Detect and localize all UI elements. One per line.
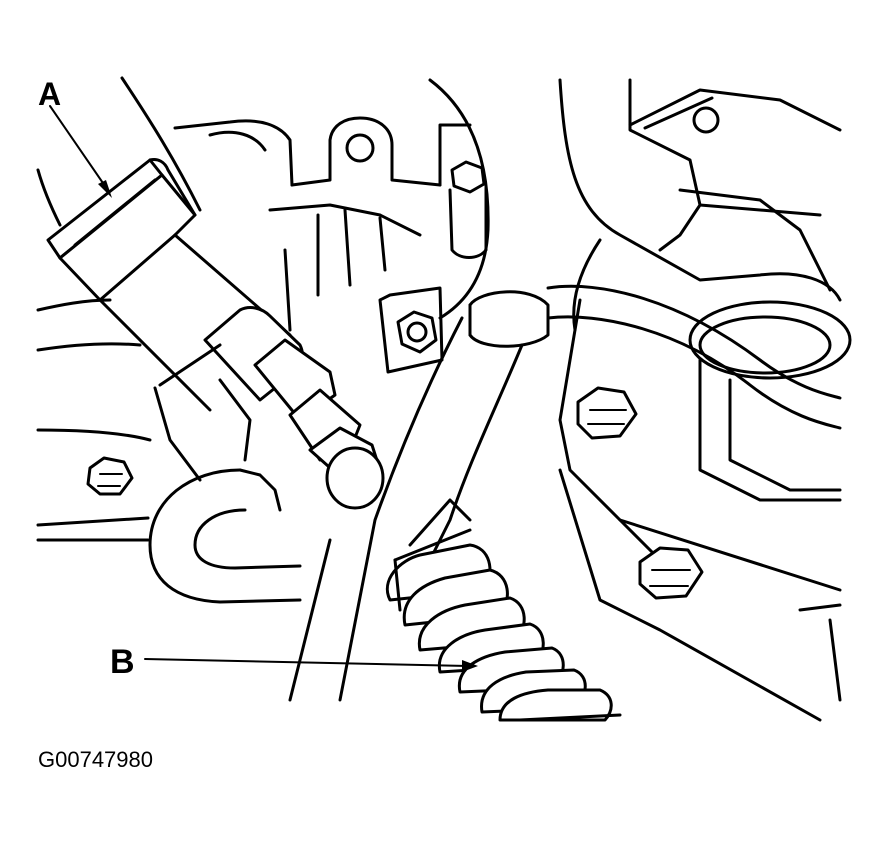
- engine-housing: [36, 76, 490, 542]
- arrowhead-a: [98, 180, 112, 198]
- leader-line-a: [49, 105, 106, 187]
- callout-label-a: A: [38, 76, 62, 112]
- bolt-right-upper: [576, 386, 638, 440]
- pipe-bend: [148, 468, 302, 604]
- bolt-upper-center: [448, 160, 488, 259]
- right-casting: [558, 78, 852, 722]
- callout-label-b: B: [110, 643, 135, 681]
- figure-id: G00747980: [38, 747, 153, 772]
- leader-line-b: [144, 658, 469, 667]
- sensor-tool-a: [46, 158, 385, 510]
- bolt-right-lower: [638, 546, 704, 600]
- bolt-bracket: [378, 286, 444, 374]
- arrowhead-b: [462, 660, 478, 672]
- coolant-hose: [288, 284, 842, 702]
- corrugated-hose-b: [385, 498, 622, 722]
- bolt-left: [86, 456, 134, 496]
- hex-bolts: [86, 160, 704, 600]
- leader-lines: [49, 105, 478, 672]
